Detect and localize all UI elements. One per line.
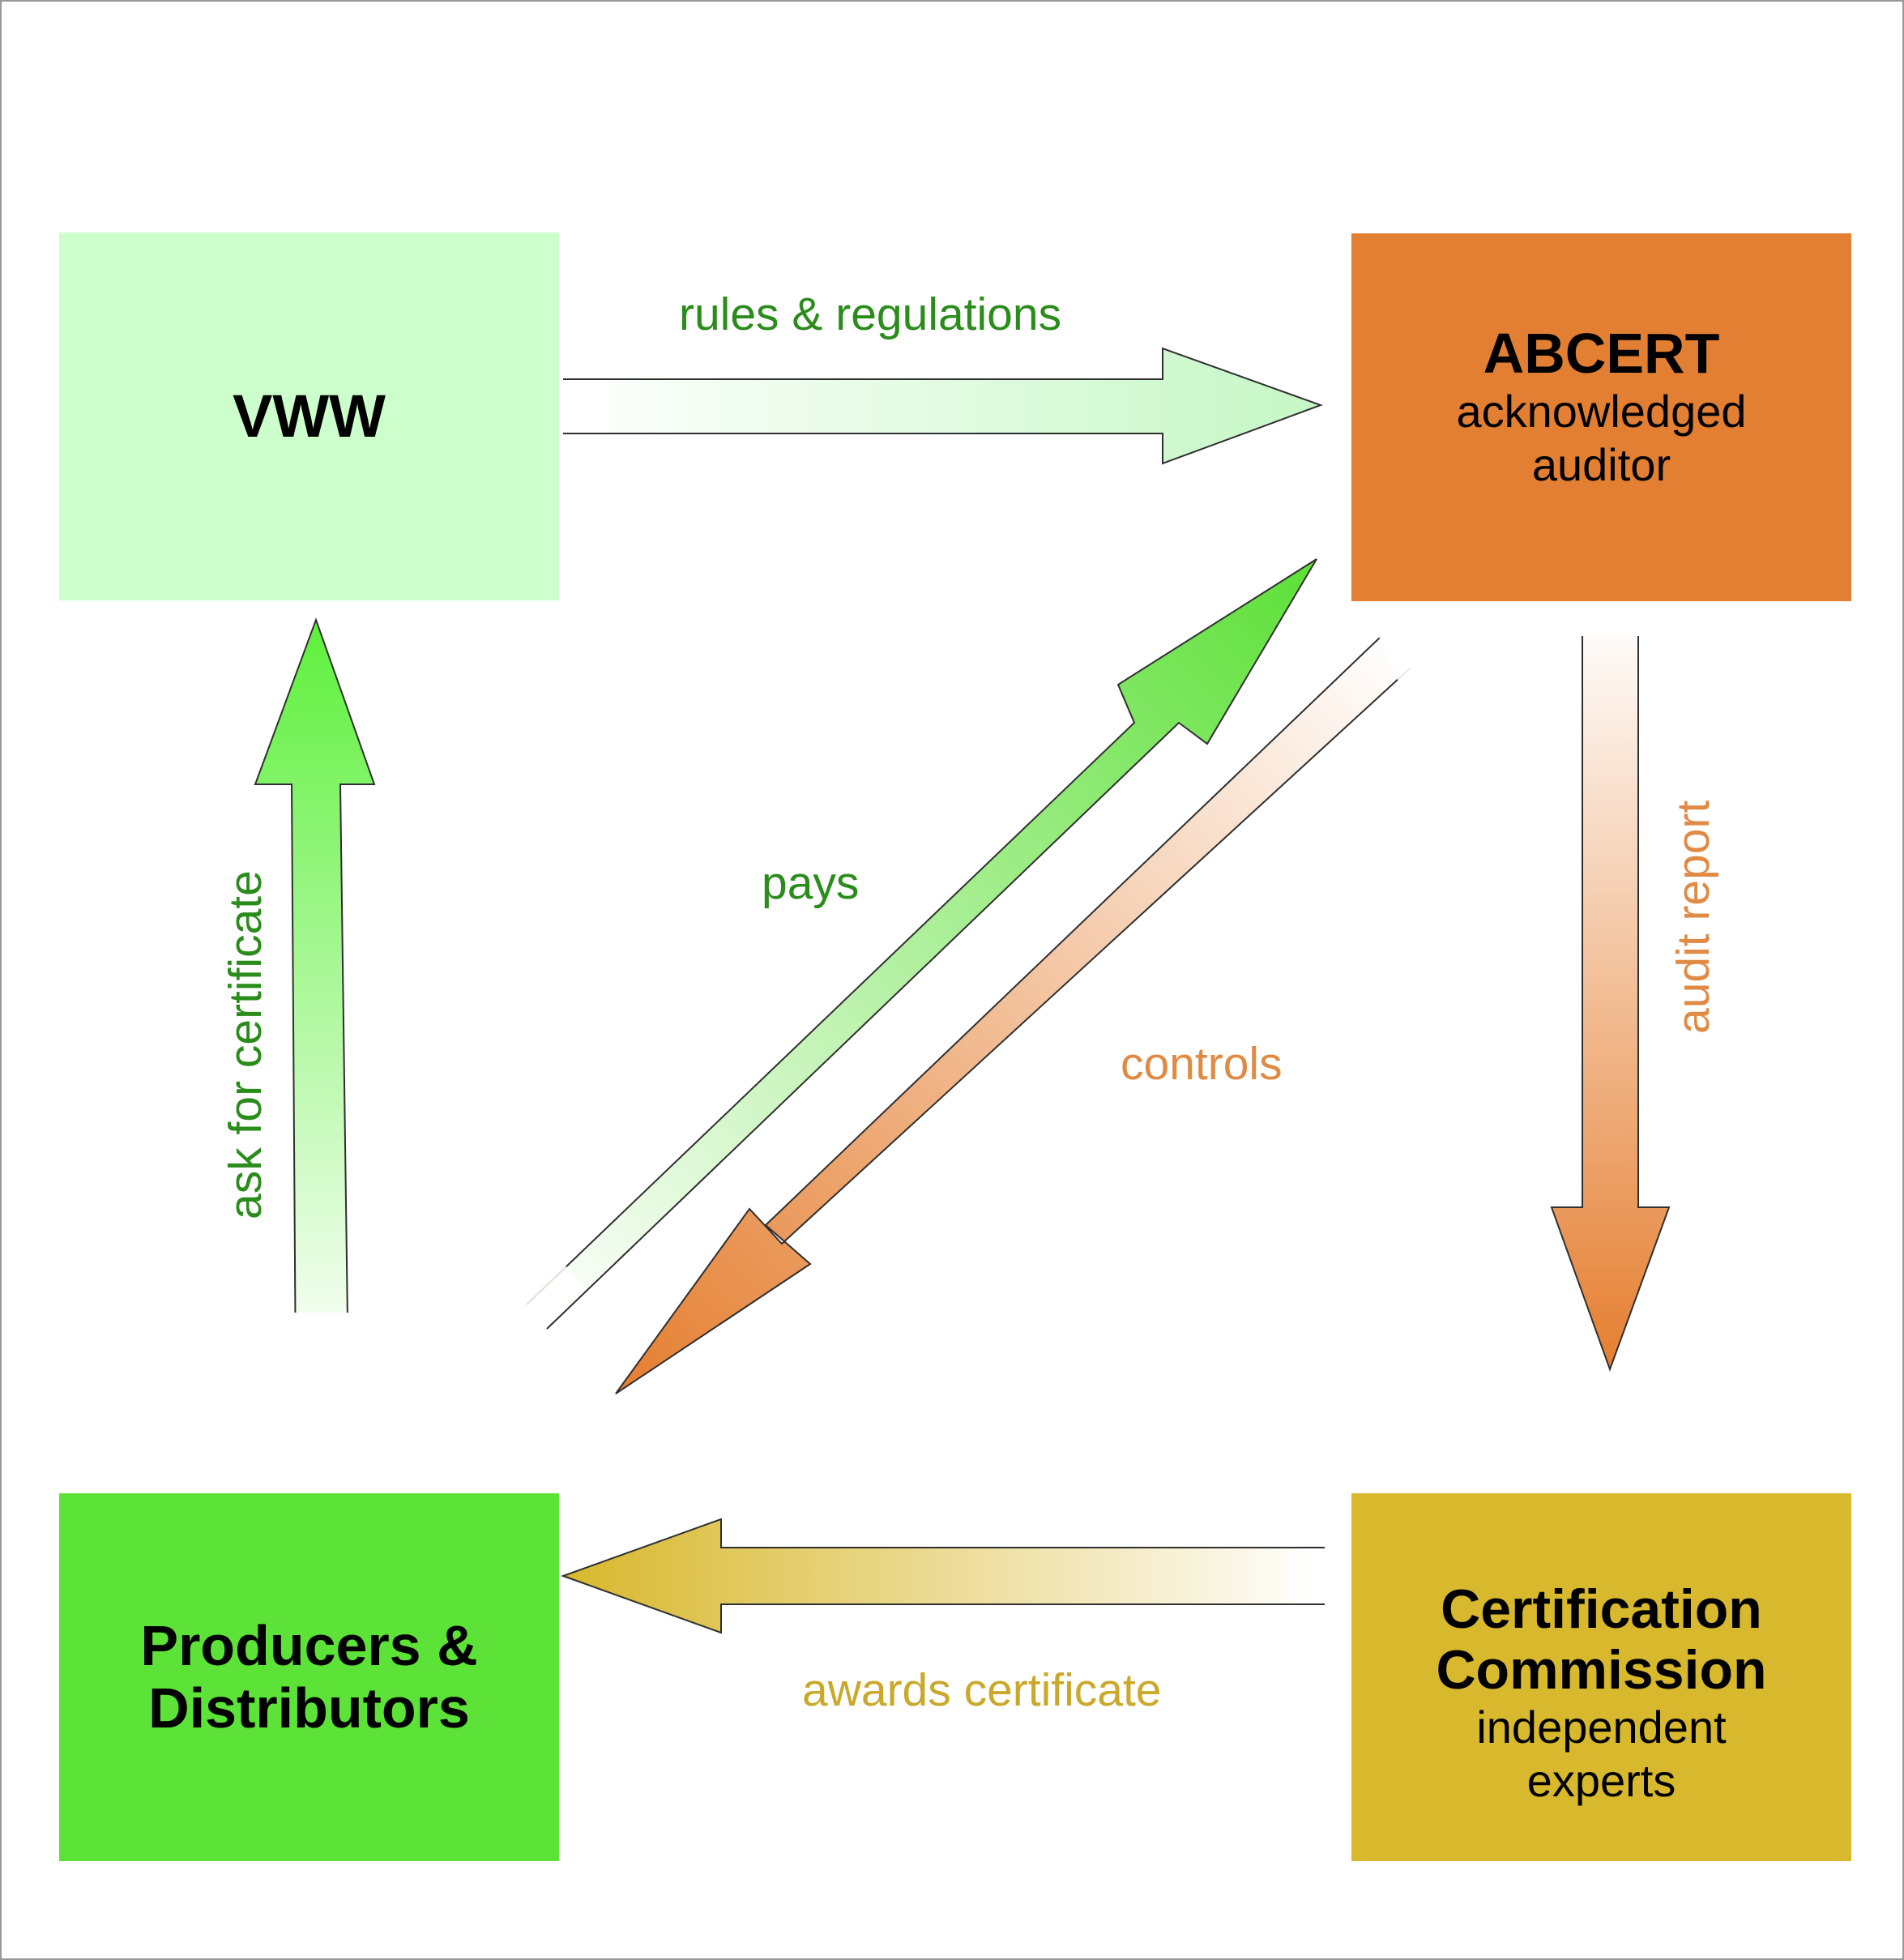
node-producers: Producers & Distributors xyxy=(59,1493,559,1861)
node-vww: VWW xyxy=(59,233,559,600)
label-pays: pays xyxy=(762,857,860,909)
awards-arrow xyxy=(561,1518,1329,1634)
label-audit: audit report xyxy=(1667,800,1719,1034)
node-vww-title: VWW xyxy=(232,382,386,451)
label-controls: controls xyxy=(1121,1038,1283,1090)
node-abcert-subtitle: acknowledged auditor xyxy=(1456,386,1747,491)
label-rules: rules & regulations xyxy=(679,288,1062,340)
controls-arrow xyxy=(615,583,1434,1394)
node-commission-subtitle: independent experts xyxy=(1476,1701,1727,1806)
rules-arrow xyxy=(561,347,1323,465)
node-producers-title: Producers & Distributors xyxy=(140,1614,478,1740)
label-ask: ask for certificate xyxy=(220,870,271,1219)
node-abcert-title: ABCERT xyxy=(1483,322,1720,385)
ask-arrow xyxy=(254,617,376,1384)
node-commission: Certification Commission independent exp… xyxy=(1351,1493,1851,1861)
audit-arrow xyxy=(1550,604,1671,1372)
pays-arrow xyxy=(519,558,1317,1330)
node-commission-title: Certification Commission xyxy=(1436,1578,1767,1701)
label-awards: awards certificate xyxy=(802,1664,1162,1716)
node-abcert: ABCERT acknowledged auditor xyxy=(1351,233,1851,601)
